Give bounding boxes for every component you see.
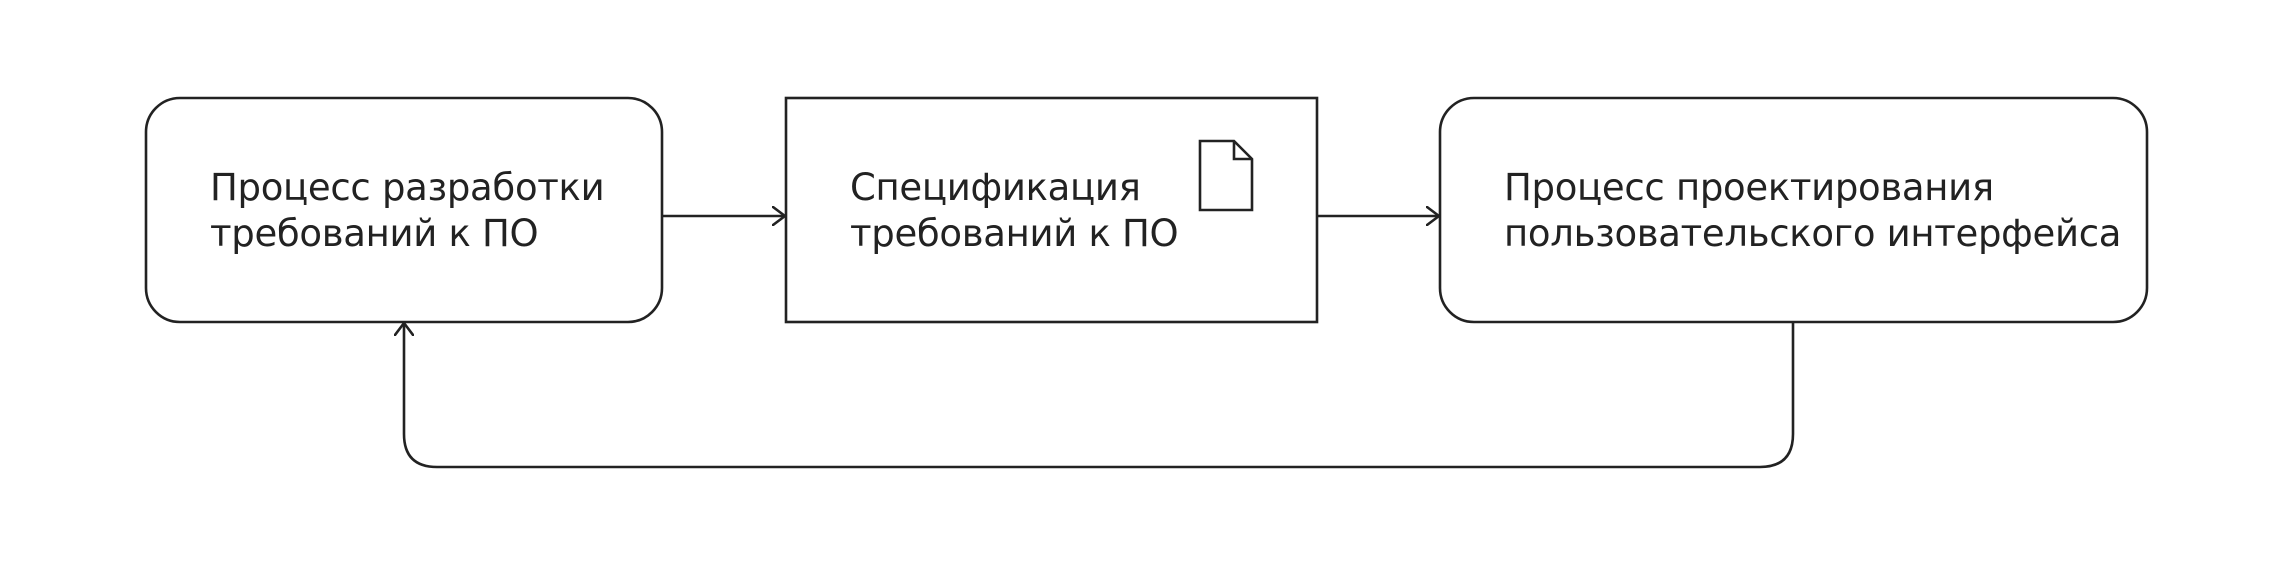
node-process-ui-design-line-2: пользовательского интерфейса xyxy=(1504,212,2122,255)
node-process-ui-design-label: Процесс проектирования пользовательского… xyxy=(1504,165,2121,257)
node-process-requirements-line-2: требований к ПО xyxy=(210,212,539,255)
node-requirements-spec-line-2: требований к ПО xyxy=(850,212,1179,255)
node-process-ui-design-line-1: Процесс проектирования xyxy=(1504,166,1994,209)
document-icon xyxy=(1198,139,1254,212)
node-process-requirements-line-1: Процесс разработки xyxy=(210,166,605,209)
node-requirements-spec-label: Спецификация требований к ПО xyxy=(850,165,1179,257)
edge-ui-design-feedback-loop xyxy=(404,322,1795,469)
node-process-requirements-label: Процесс разработки требований к ПО xyxy=(210,165,605,257)
node-requirements-spec-line-1: Спецификация xyxy=(850,166,1141,209)
